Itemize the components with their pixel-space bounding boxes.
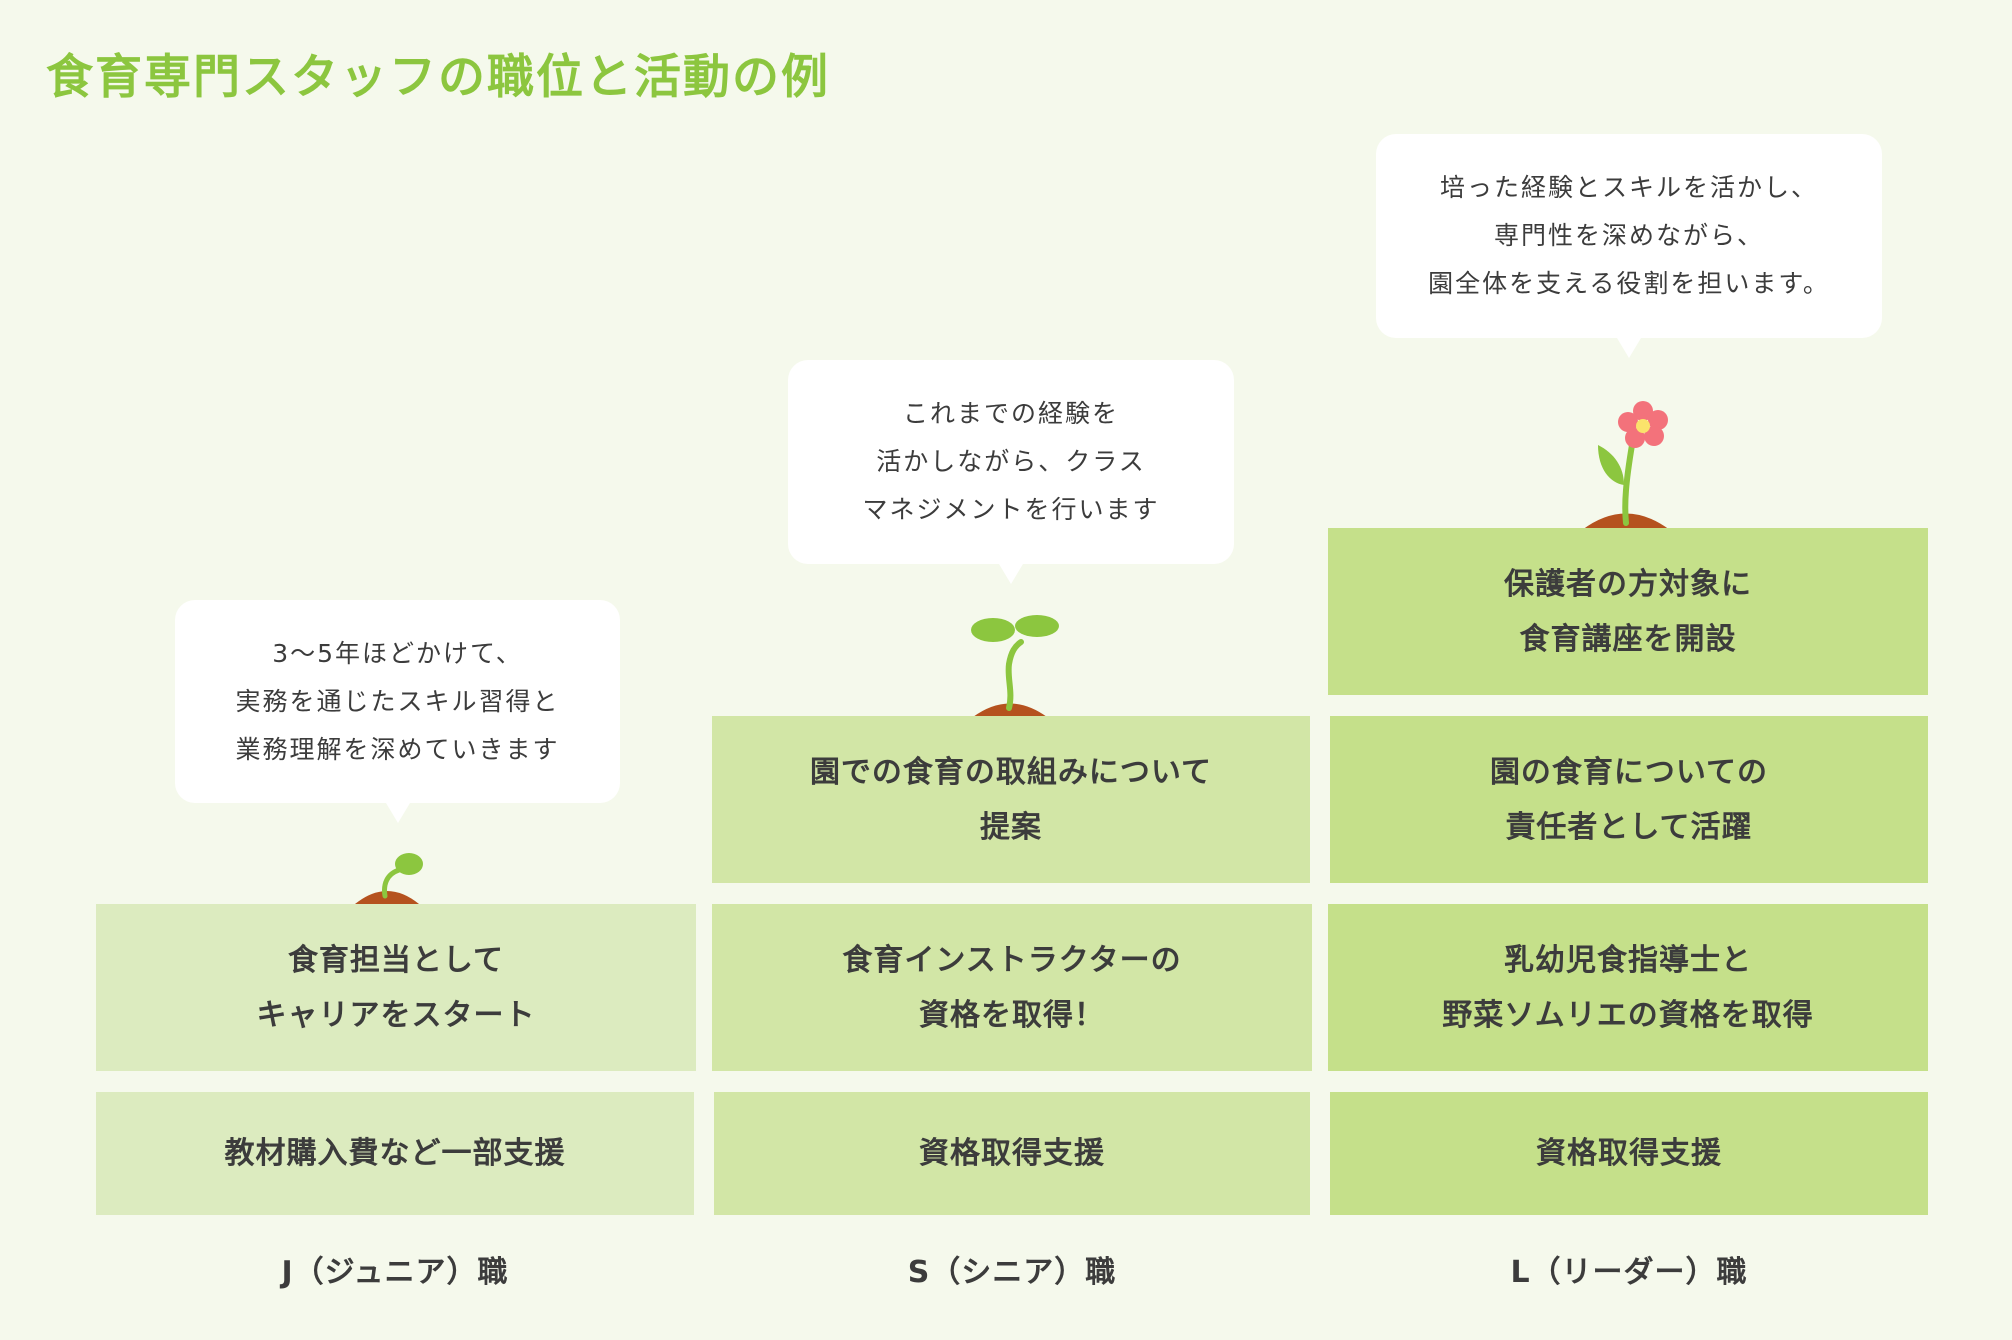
- senior-position-label: S（シニア）職: [907, 1255, 1117, 1290]
- leader-position-label: L（リーダー）職: [1510, 1255, 1748, 1290]
- flower-icon: [1582, 401, 1670, 530]
- activity-line: キャリアをスタート: [256, 997, 536, 1033]
- activity-line: 園の食育についての: [1489, 754, 1769, 790]
- support-text: 資格取得支援: [1536, 1136, 1722, 1171]
- activity-line: 資格を取得！: [919, 997, 1105, 1033]
- activity-line: 責任者として活躍: [1505, 809, 1753, 845]
- senior-activity-box: 食育インストラクターの 資格を取得！: [712, 904, 1312, 1071]
- junior-position-label: J（ジュニア）職: [281, 1255, 509, 1290]
- bubble-line: マネジメントを行います: [862, 495, 1160, 524]
- support-text: 教材購入費など一部支援: [224, 1136, 566, 1171]
- junior-activity-box: 食育担当として キャリアをスタート: [96, 904, 696, 1071]
- page-title: 食育専門スタッフの職位と活動の例: [46, 50, 830, 105]
- activity-line: 園での食育の取組みについて: [809, 754, 1213, 790]
- junior-speech-bubble: 3〜5年ほどかけて、 実務を通じたスキル習得と 業務理解を深めていきます: [175, 600, 620, 823]
- bubble-line: これまでの経験を: [902, 399, 1119, 428]
- bubble-line: 園全体を支える役割を担います。: [1428, 269, 1830, 298]
- leader-speech-bubble: 培った経験とスキルを活かし、 専門性を深めながら、 園全体を支える役割を担います…: [1376, 134, 1882, 358]
- activity-line: 乳幼児食指導士と: [1504, 942, 1752, 978]
- junior-support-box: 教材購入費など一部支援: [96, 1092, 694, 1215]
- activity-line: 食育インストラクターの: [842, 942, 1182, 978]
- bubble-line: 培った経験とスキルを活かし、: [1439, 173, 1818, 202]
- activity-line: 提案: [980, 809, 1042, 845]
- senior-support-box: 資格取得支援: [714, 1092, 1310, 1215]
- leader-seminar-box: 保護者の方対象に 食育講座を開設: [1328, 528, 1928, 695]
- bubble-line: 実務を通じたスキル習得と: [235, 686, 560, 716]
- activity-line: 食育担当として: [287, 942, 505, 978]
- bubble-line: 活かしながら、クラス: [876, 447, 1146, 476]
- seedling-icon: [971, 615, 1059, 717]
- leader-responsible-box: 園の食育についての 責任者として活躍: [1330, 716, 1928, 883]
- sprout-icon: [355, 853, 423, 904]
- activity-line: 保護者の方対象に: [1504, 566, 1752, 602]
- bubble-line: 専門性を深めながら、: [1493, 221, 1764, 250]
- senior-proposal-box: 園での食育の取組みについて 提案: [712, 716, 1310, 883]
- bubble-line: 3〜5年ほどかけて、: [272, 638, 523, 668]
- bubble-line: 業務理解を深めていきます: [235, 734, 560, 764]
- support-text: 資格取得支援: [919, 1136, 1105, 1171]
- leader-support-box: 資格取得支援: [1330, 1092, 1928, 1215]
- leader-activity-box: 乳幼児食指導士と 野菜ソムリエの資格を取得: [1328, 904, 1928, 1071]
- activity-line: 野菜ソムリエの資格を取得: [1442, 997, 1814, 1033]
- senior-speech-bubble: これまでの経験を 活かしながら、クラス マネジメントを行います: [788, 360, 1234, 584]
- activity-line: 食育講座を開設: [1519, 621, 1737, 657]
